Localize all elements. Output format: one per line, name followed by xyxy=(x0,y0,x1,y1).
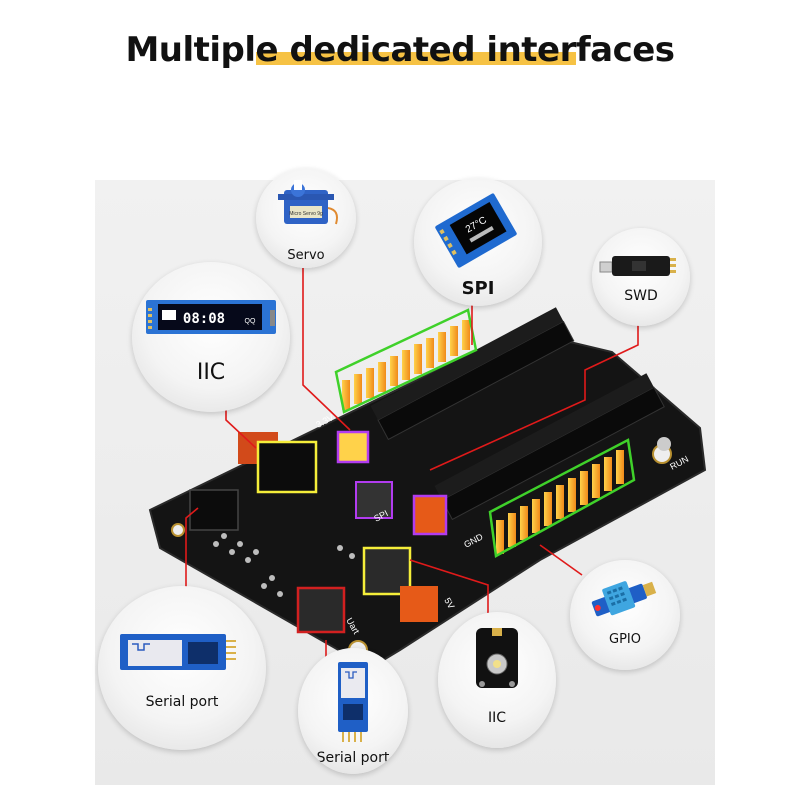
label-servo: Servo xyxy=(287,248,325,263)
label-swd: SWD xyxy=(624,288,658,304)
line-iic-bottom xyxy=(409,559,489,615)
servo-pin-block xyxy=(336,430,370,464)
callout-serial-left: Serial port xyxy=(98,586,266,750)
label-serial-left: Serial port xyxy=(145,694,219,710)
callout-gpio: GPIO xyxy=(570,560,680,670)
callout-servo: Micro Servo 9g Servo xyxy=(256,168,356,268)
line-serial-left xyxy=(185,507,199,588)
pin-row-bottom xyxy=(496,450,624,554)
swd-debugger-icon xyxy=(599,256,676,276)
spi-highlight-box xyxy=(334,308,478,414)
callout-serial-bottom: Serial port xyxy=(298,648,408,774)
label-iic-top: IIC xyxy=(196,360,226,385)
callout-spi: 27°C SPI xyxy=(414,178,542,306)
callout-swd: SWD xyxy=(592,228,690,326)
servo-motor-icon: Micro Servo 9g xyxy=(278,180,338,225)
page-title: Multiple dedicated interfaces xyxy=(0,30,800,70)
oled-readout: 08:08 xyxy=(183,311,225,327)
female-header-top xyxy=(370,307,575,441)
uart-pin-block xyxy=(296,586,346,634)
line-swd xyxy=(429,308,639,471)
callout-iic-bottom: IIC xyxy=(438,612,556,748)
pin-row-top xyxy=(342,320,470,410)
iic-sensor-module-icon xyxy=(476,628,518,688)
label-spi: SPI xyxy=(461,278,495,299)
mid-pin-block xyxy=(355,481,393,519)
svg-text:QQ: QQ xyxy=(245,318,256,325)
title-highlight: e dedicated inter xyxy=(255,30,577,70)
run-button xyxy=(657,437,671,451)
callout-lines xyxy=(185,268,639,700)
hc06-module-icon xyxy=(338,662,368,742)
bluetooth-module-icon xyxy=(120,634,236,670)
gpio-highlight-box xyxy=(488,438,636,558)
line-gpio xyxy=(539,544,583,576)
swd-pin-block xyxy=(412,494,448,536)
dht11-sensor-icon xyxy=(591,581,657,617)
oled-display-module-icon: 08:08 QQ xyxy=(146,300,276,334)
silkscreen-pads xyxy=(213,533,355,597)
silk-5v: 5V xyxy=(442,596,456,611)
label-serial-bottom: Serial port xyxy=(316,750,390,766)
line-servo xyxy=(302,268,351,431)
mounting-hole xyxy=(171,523,185,537)
title-text-highlighted: e dedicated inter xyxy=(255,30,577,70)
power-pin-block xyxy=(400,586,438,622)
title-text-end: faces xyxy=(575,30,675,70)
serial-socket xyxy=(189,489,239,531)
title-text: Multipl xyxy=(125,30,256,70)
label-iic-bottom: IIC xyxy=(487,710,507,726)
spi-display-module-icon: 27°C xyxy=(435,193,517,268)
label-gpio: GPIO xyxy=(609,632,641,647)
iic-socket xyxy=(256,440,318,494)
servo-sticker: Micro Servo 9g xyxy=(289,211,323,217)
callout-iic-top: 08:08 QQ IIC xyxy=(132,262,290,412)
